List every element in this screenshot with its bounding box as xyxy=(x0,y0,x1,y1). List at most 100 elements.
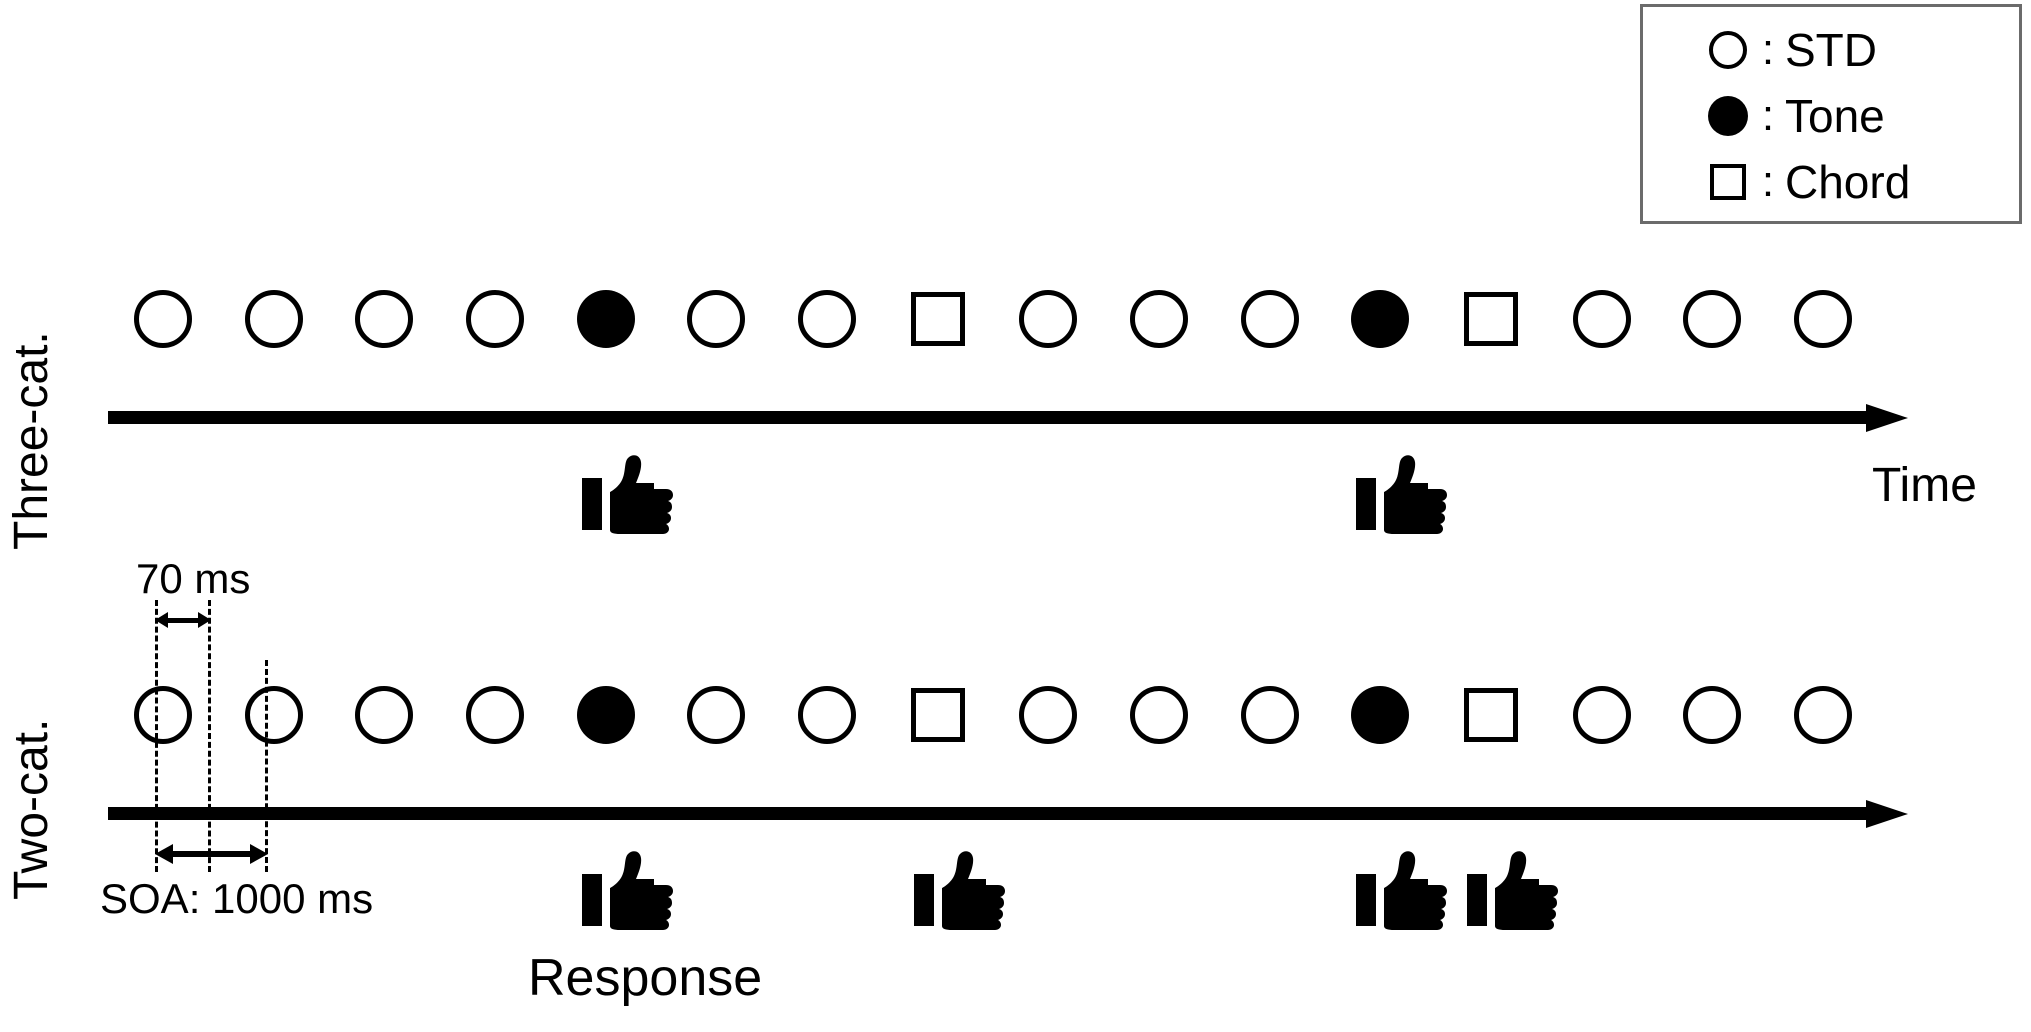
arrow-shaft xyxy=(108,411,1870,424)
stimulus-slot-5 xyxy=(571,680,641,750)
response-axis-label: Response xyxy=(528,949,763,1007)
stimulus-std-circle-open-icon xyxy=(797,686,856,744)
stimulus-slot-13 xyxy=(1456,680,1526,750)
stimulus-slot-11 xyxy=(1235,680,1305,750)
stimulus-chord-square-open-icon xyxy=(1463,688,1518,742)
thumbs-up-icon xyxy=(1354,452,1450,536)
stimulus-std-circle-open-icon xyxy=(355,290,414,348)
legend-label-std: STD xyxy=(1785,24,1877,76)
stimulus-slot-12 xyxy=(1345,284,1415,354)
stimulus-std-circle-open-icon xyxy=(1129,290,1188,348)
stimulus-slot-1 xyxy=(128,680,198,750)
stimulus-slot-10 xyxy=(1124,680,1194,750)
stimulus-std-circle-open-icon xyxy=(1240,290,1299,348)
stimulus-slot-5 xyxy=(571,284,641,354)
stimulus-std-circle-open-icon xyxy=(465,686,524,744)
stimulus-slot-9 xyxy=(1013,680,1083,750)
square-open-icon xyxy=(1705,164,1751,200)
legend-separator: : xyxy=(1761,25,1775,74)
stimulus-std-circle-open-icon xyxy=(1019,290,1078,348)
guide-line-stim-offset xyxy=(208,600,211,872)
stimulus-std-circle-open-icon xyxy=(1572,290,1631,348)
arrow-right-icon xyxy=(1866,800,1908,828)
double-headed-arrow-icon-soa xyxy=(155,842,268,866)
stimulus-tone-circle-filled-icon xyxy=(1351,686,1410,744)
stimulus-tone-circle-filled-icon xyxy=(1351,290,1410,348)
stimulus-std-circle-open-icon xyxy=(687,686,746,744)
stimulus-std-circle-open-icon xyxy=(1793,290,1852,348)
stimulus-slot-2 xyxy=(239,284,309,354)
stimulus-slot-14 xyxy=(1567,680,1637,750)
stimulus-chord-square-open-icon xyxy=(910,292,965,346)
stimulus-slot-8 xyxy=(903,284,973,354)
stimulus-std-circle-open-icon xyxy=(134,686,192,744)
stimulus-std-circle-open-icon xyxy=(1129,686,1188,744)
thumbs-up-icon xyxy=(580,848,676,932)
stimulus-tone-circle-filled-icon xyxy=(576,290,635,348)
stimulus-slot-6 xyxy=(681,680,751,750)
stimulus-slot-2 xyxy=(239,680,309,750)
stimulus-slot-16 xyxy=(1788,680,1858,750)
stimulus-chord-square-open-icon xyxy=(910,688,965,742)
arrow-head-right xyxy=(250,844,268,864)
arrow-right-icon xyxy=(1866,404,1908,432)
guide-line-next-onset xyxy=(265,660,268,872)
condition-label-two-cat: Two-cat. xyxy=(5,718,58,900)
arrow-shaft xyxy=(163,618,203,623)
thumbs-up-icon xyxy=(580,452,676,536)
stimulus-slot-15 xyxy=(1677,284,1747,354)
stimulus-tone-circle-filled-icon xyxy=(576,686,635,744)
stimulus-std-circle-open-icon xyxy=(134,290,192,348)
stimulus-slot-15 xyxy=(1677,680,1747,750)
arrow-head-left xyxy=(155,612,168,628)
time-axis-label: Time xyxy=(1872,459,1977,512)
condition-label-three-cat: Three-cat. xyxy=(5,331,58,550)
stimulus-std-circle-open-icon xyxy=(465,290,524,348)
legend: : STD : Tone : Chord xyxy=(1640,4,2022,224)
legend-item-std: : STD xyxy=(1643,17,2019,83)
legend-separator: : xyxy=(1761,157,1775,206)
stimulus-slot-7 xyxy=(792,284,862,354)
stimulus-slot-6 xyxy=(681,284,751,354)
stimulus-std-circle-open-icon xyxy=(1683,686,1742,744)
stimulus-row-two-cat xyxy=(128,680,1858,750)
double-headed-arrow-icon-duration xyxy=(155,610,211,630)
stimulus-row-three-cat xyxy=(128,284,1858,354)
circle-filled-icon xyxy=(1705,96,1751,136)
circle-open-icon xyxy=(1705,31,1751,69)
stimulus-chord-square-open-icon xyxy=(1463,292,1518,346)
stimulus-slot-3 xyxy=(349,680,419,750)
stimulus-slot-16 xyxy=(1788,284,1858,354)
stimulus-std-circle-open-icon xyxy=(1240,686,1299,744)
stimulus-slot-1 xyxy=(128,284,198,354)
stimulus-std-circle-open-icon xyxy=(687,290,746,348)
legend-item-chord: : Chord xyxy=(1643,149,2019,215)
soa-annotation-label: SOA: 1000 ms xyxy=(100,875,374,922)
stimulus-std-circle-open-icon xyxy=(1019,686,1078,744)
stimulus-std-circle-open-icon xyxy=(244,290,303,348)
arrow-shaft xyxy=(108,807,1870,820)
legend-label-tone: Tone xyxy=(1785,90,1885,142)
stimulus-slot-8 xyxy=(903,680,973,750)
stimulus-slot-4 xyxy=(460,680,530,750)
stimulus-slot-4 xyxy=(460,284,530,354)
stimulus-std-circle-open-icon xyxy=(797,290,856,348)
stimulus-slot-9 xyxy=(1013,284,1083,354)
arrow-head-left xyxy=(155,844,173,864)
duration-annotation-label: 70 ms xyxy=(136,555,251,602)
stimulus-std-circle-open-icon xyxy=(1683,290,1742,348)
thumbs-up-icon xyxy=(1354,848,1450,932)
legend-item-tone: : Tone xyxy=(1643,83,2019,149)
stimulus-std-circle-open-icon xyxy=(355,686,414,744)
guide-line-stim-onset xyxy=(155,600,158,872)
stimulus-std-circle-open-icon xyxy=(244,686,303,744)
legend-label-chord: Chord xyxy=(1785,156,1911,208)
stimulus-slot-10 xyxy=(1124,284,1194,354)
arrow-head-right xyxy=(198,612,211,628)
thumbs-up-icon xyxy=(1465,848,1561,932)
stimulus-std-circle-open-icon xyxy=(1572,686,1631,744)
thumbs-up-icon xyxy=(912,848,1008,932)
legend-separator: : xyxy=(1761,91,1775,140)
stimulus-slot-14 xyxy=(1567,284,1637,354)
